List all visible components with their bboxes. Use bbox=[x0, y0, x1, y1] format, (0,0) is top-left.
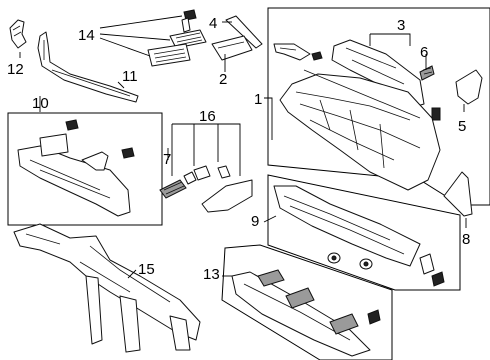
part-screw-10a bbox=[65, 119, 79, 131]
callout-2: 2 bbox=[219, 71, 227, 88]
callout-13: 13 bbox=[203, 266, 220, 283]
callout-14: 14 bbox=[78, 27, 95, 44]
part-glove-box-10 bbox=[17, 145, 131, 217]
part-clip-9 bbox=[419, 253, 435, 275]
part-damper-10 bbox=[39, 133, 69, 157]
callout-8: 8 bbox=[462, 231, 470, 248]
part-latch-10 bbox=[81, 151, 109, 171]
part-trim-panel-13 bbox=[231, 271, 371, 357]
part-vent-13c bbox=[329, 313, 359, 335]
part-side-cover-5 bbox=[455, 69, 483, 105]
trim-panel-group-box bbox=[221, 244, 393, 360]
part-clip-6 bbox=[431, 107, 441, 121]
callout-10: 10 bbox=[32, 95, 49, 112]
callout-15: 15 bbox=[138, 261, 155, 278]
part-vent-13a bbox=[257, 269, 285, 287]
part-lower-panel-9 bbox=[273, 185, 421, 267]
leader-lines bbox=[19, 15, 467, 279]
part-bracket-3 bbox=[273, 43, 311, 61]
part-vent-upper-14 bbox=[169, 29, 207, 49]
part-clip-16b bbox=[193, 165, 211, 181]
callout-1: 1 bbox=[254, 91, 262, 108]
part-vent-lower-14 bbox=[147, 43, 191, 67]
part-screw-3 bbox=[311, 51, 323, 61]
part-cross-beam-15 bbox=[13, 223, 201, 353]
part-trim-strip-11 bbox=[37, 31, 139, 103]
callout-5: 5 bbox=[458, 118, 466, 135]
part-end-cap-8 bbox=[443, 171, 473, 217]
glove-box-group-box bbox=[7, 112, 163, 226]
callout-labels: 1 2 3 4 5 6 7 8 9 10 11 12 13 14 15 16 bbox=[7, 15, 470, 283]
part-cover-2 bbox=[211, 35, 253, 61]
callout-7: 7 bbox=[163, 151, 171, 168]
part-screw-14 bbox=[181, 9, 197, 33]
callout-6: 6 bbox=[420, 44, 428, 61]
callout-4: 4 bbox=[209, 15, 217, 32]
part-instrument-panel-1 bbox=[279, 69, 441, 191]
part-grommet-9b bbox=[359, 258, 373, 270]
callout-3: 3 bbox=[397, 17, 405, 34]
part-screw-10b bbox=[121, 147, 135, 159]
lower-panel-group-box bbox=[267, 174, 461, 291]
part-vent-7 bbox=[159, 179, 187, 199]
part-grommet-9a bbox=[327, 252, 341, 264]
part-clip-12 bbox=[9, 19, 27, 49]
callout-16: 16 bbox=[199, 108, 216, 125]
part-screw-9 bbox=[431, 271, 445, 287]
part-vent-13b bbox=[285, 287, 315, 309]
part-panel-16 bbox=[201, 179, 253, 213]
part-clip-16a bbox=[183, 171, 197, 185]
callout-9: 9 bbox=[251, 213, 259, 230]
part-bolt-6 bbox=[419, 65, 435, 81]
part-screw-13 bbox=[367, 309, 381, 325]
callout-12: 12 bbox=[7, 61, 24, 78]
callout-11: 11 bbox=[122, 68, 138, 85]
part-knob-16 bbox=[217, 165, 231, 179]
